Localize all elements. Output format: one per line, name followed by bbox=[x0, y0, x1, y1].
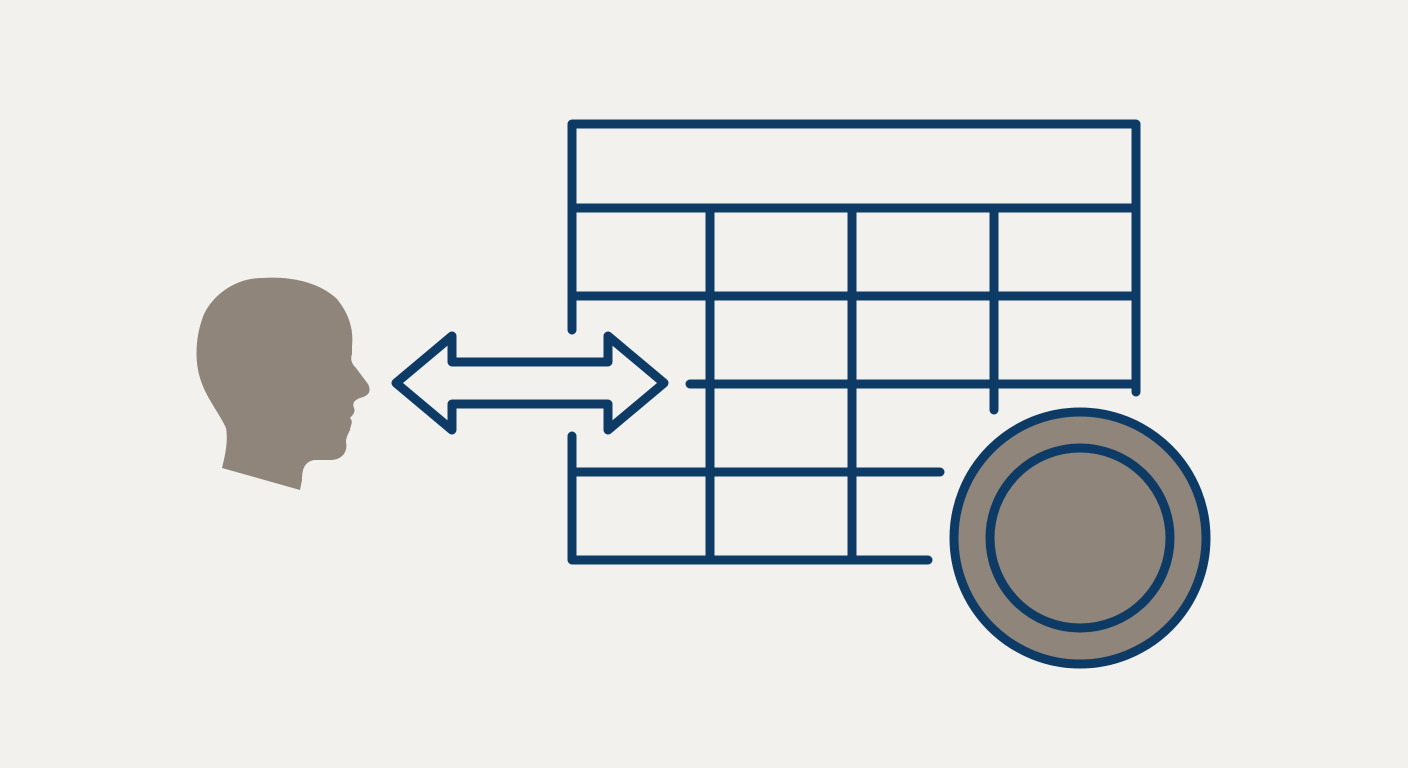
table-bottom-outline bbox=[567, 431, 933, 565]
grid-table-icon bbox=[567, 119, 1141, 565]
table-header-outline bbox=[567, 119, 1141, 397]
coin-icon bbox=[949, 407, 1211, 669]
person-head-silhouette-icon bbox=[196, 277, 370, 490]
bidirectional-arrow-icon bbox=[391, 331, 669, 435]
coin-inner bbox=[985, 443, 1175, 633]
